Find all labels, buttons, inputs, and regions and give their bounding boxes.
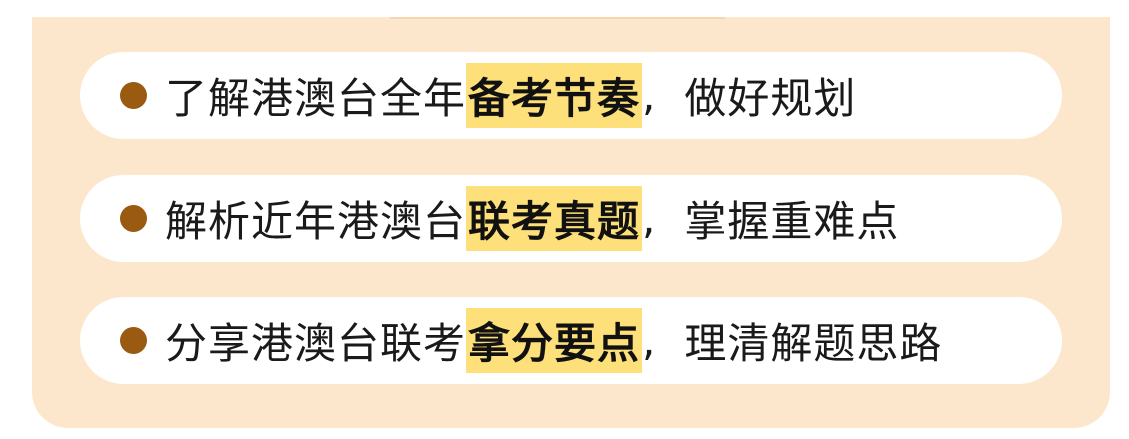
feature-text: 分享港澳台联考拿分要点, 理清解题思路 [165,308,942,373]
feature-item-1: 了解港澳台全年备考节奏, 做好规划 [80,52,1062,139]
feature-prefix: 分享港澳台联考 [165,319,467,368]
feature-suffix: 理清解题思路 [684,319,943,368]
feature-text: 了解港澳台全年备考节奏, 做好规划 [165,63,856,128]
panel-top-edge [390,17,725,19]
feature-suffix: 做好规划 [684,74,857,123]
feature-prefix: 了解港澳台全年 [165,74,467,123]
feature-text: 解析近年港澳台联考真题, 掌握重难点 [165,186,899,251]
bullet-dot-icon [120,205,147,232]
feature-item-2: 解析近年港澳台联考真题, 掌握重难点 [80,175,1062,262]
feature-highlight: 联考真题 [466,186,643,251]
feature-prefix: 解析近年港澳台 [165,197,467,246]
feature-comma: , [642,71,657,120]
feature-item-3: 分享港澳台联考拿分要点, 理清解题思路 [80,297,1062,384]
feature-comma: , [642,316,657,365]
feature-suffix: 掌握重难点 [684,197,900,246]
feature-highlight: 备考节奏 [466,63,643,128]
feature-highlight: 拿分要点 [466,308,643,373]
bullet-dot-icon [120,82,147,109]
bullet-dot-icon [120,327,147,354]
feature-comma: , [642,194,657,243]
